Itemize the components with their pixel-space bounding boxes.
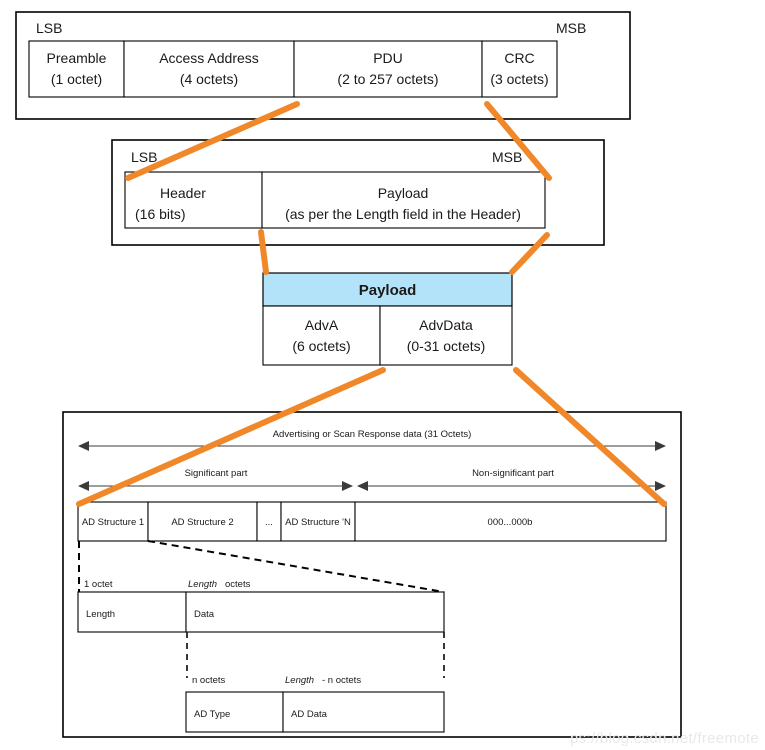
field-advdata-name: AdvData: [419, 317, 473, 333]
field-access-address: [123, 40, 295, 98]
pdu-group: LSB MSB Header (16 bits) Payload (as per…: [111, 139, 605, 246]
non-significant-arrow-right: [655, 481, 666, 491]
connector-pdu-left: [125, 101, 300, 181]
advertising-data-group: Advertising or Scan Response data (31 Oc…: [62, 411, 682, 738]
ad-detail-field-type-label: AD Type: [194, 709, 230, 720]
connector-payload-left: [258, 229, 269, 275]
ad-cell-structure-2: [147, 501, 258, 542]
field-header-size: (16 bits): [135, 206, 186, 222]
field-payload-size: (as per the Length field in the Header): [285, 206, 521, 222]
connector-advdata-left: [76, 367, 386, 507]
advertising-span-label: Advertising or Scan Response data (31 Oc…: [273, 429, 472, 440]
ad-structure-field-data: [185, 591, 445, 633]
field-access-address-name: Access Address: [159, 50, 259, 66]
non-significant-part-label: Non-significant part: [472, 468, 554, 479]
significant-arrow-right: [342, 481, 353, 491]
field-adva: [262, 305, 381, 366]
link-layer-outer-box: [15, 11, 631, 120]
significant-part-label: Significant part: [185, 468, 248, 479]
watermark-text: ps://blog.csdn.net/freemote: [569, 730, 759, 747]
advertising-data-outer-box: [62, 411, 682, 738]
link-layer-msb-label: MSB: [556, 20, 586, 36]
field-crc-size: (3 octets): [490, 71, 548, 87]
ad-structure-data-size-label-italic: Length: [188, 579, 217, 590]
ad-cell-structure-n-label: AD Structure 'N: [285, 517, 351, 528]
field-preamble: [28, 40, 125, 98]
connector-payload-right: [509, 232, 550, 275]
ad-structure-data-size-label-rest: octets: [225, 579, 251, 590]
payload-title-bar: [262, 272, 513, 307]
ad-structure-field-data-label: Data: [194, 609, 215, 620]
non-significant-arrow-left: [357, 481, 368, 491]
field-pdu-name: PDU: [373, 50, 403, 66]
ad-structure-field-length-label: Length: [86, 609, 115, 620]
field-crc: [481, 40, 558, 98]
field-advdata: [379, 305, 513, 366]
field-adva-name: AdvA: [305, 317, 339, 333]
ad-detail-field-data: [282, 691, 445, 733]
ad-detail-type-size-label: n octets: [192, 675, 226, 686]
field-adva-size: (6 octets): [292, 338, 350, 354]
payload-group: Payload AdvA (6 octets) AdvData (0-31 oc…: [262, 272, 513, 366]
ad-cell-ellipsis-label: ...: [265, 517, 273, 528]
pdu-outer-box: [111, 139, 605, 246]
field-pdu-size: (2 to 257 octets): [337, 71, 438, 87]
ad-cell-zeros-label: 000...000b: [488, 517, 533, 528]
field-advdata-size: (0-31 octets): [407, 338, 486, 354]
field-payload: [261, 171, 546, 229]
connector-pdu-right: [484, 101, 552, 181]
significant-arrow-left: [78, 481, 89, 491]
pdu-lsb-label: LSB: [131, 149, 157, 165]
field-preamble-size: (1 octet): [51, 71, 102, 87]
field-header: [124, 171, 263, 229]
callout-diagonal-dashed: [147, 540, 445, 593]
ad-detail-data-size-label-italic: Length: [285, 675, 314, 686]
field-preamble-name: Preamble: [47, 50, 107, 66]
connector-advdata-right: [513, 367, 667, 507]
payload-title: Payload: [359, 282, 417, 299]
ad-detail-field-data-label: AD Data: [291, 709, 328, 720]
field-header-name: Header: [160, 185, 206, 201]
link-layer-lsb-label: LSB: [36, 20, 62, 36]
ad-detail-field-type: [185, 691, 284, 733]
orange-connectors-group: [76, 101, 667, 507]
ad-cell-structure-n: [280, 501, 356, 542]
field-crc-name: CRC: [504, 50, 534, 66]
ad-cell-structure-1-label: AD Structure 1: [82, 517, 144, 528]
ad-cell-zeros: [354, 501, 667, 542]
advertising-span-arrow-left: [78, 441, 89, 451]
field-access-address-size: (4 octets): [180, 71, 238, 87]
link-layer-packet-group: LSB MSB Preamble (1 octet) Access Addres…: [15, 11, 631, 120]
ad-detail-data-size-label-rest: - n octets: [322, 675, 361, 686]
field-payload-name: Payload: [378, 185, 429, 201]
ad-cell-structure-2-label: AD Structure 2: [171, 517, 233, 528]
ad-structure-length-size-label: 1 octet: [84, 579, 113, 590]
pdu-msb-label: MSB: [492, 149, 522, 165]
advertising-span-arrow-right: [655, 441, 666, 451]
